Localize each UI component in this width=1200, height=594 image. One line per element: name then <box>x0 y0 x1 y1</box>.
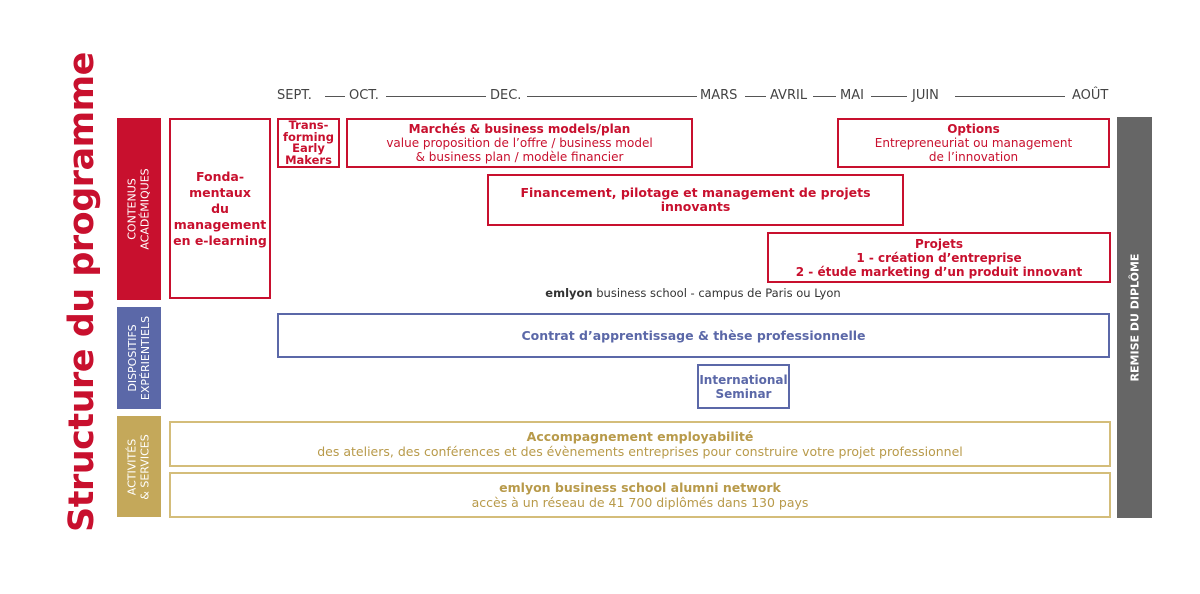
block-line: 1 - création d’entreprise <box>856 250 1022 265</box>
timeline-line <box>871 96 907 97</box>
block-options: Options Entrepreneuriat ou management de… <box>837 118 1110 168</box>
block-line: de l’innovation <box>928 150 1019 164</box>
block-title: emlyon business school alumni network <box>499 480 781 495</box>
block-line: 2 - étude marketing d’un produit innovan… <box>795 264 1083 279</box>
block-line: Seminar <box>715 386 772 401</box>
diagram-title: Structure du programme <box>62 52 102 532</box>
block-fondamentaux: Fonda- mentaux du management en e-learni… <box>169 118 271 299</box>
timeline-line <box>813 96 836 97</box>
block-line: en e-learning <box>173 232 267 248</box>
block-title: Options <box>947 122 1000 136</box>
category-label: ACTIVITÉS <box>126 438 139 495</box>
timeline-line <box>527 96 697 97</box>
timeline-line <box>745 96 766 97</box>
block-accompagnement: Accompagnement employabilité des atelier… <box>169 421 1111 467</box>
block-title: Marchés & business models/plan <box>408 122 631 136</box>
block-line: mentaux <box>189 184 251 200</box>
block-line: & business plan / modèle financier <box>415 150 624 164</box>
campus-note: emlyon business school - campus de Paris… <box>400 286 986 300</box>
block-title: Accompagnement employabilité <box>526 429 754 444</box>
month-avril: AVRIL <box>770 88 808 103</box>
timeline-line <box>955 96 1065 97</box>
block-financement: Financement, pilotage et management de p… <box>487 174 904 226</box>
campus-brand: emlyon <box>545 286 593 300</box>
month-mars: MARS <box>700 88 738 103</box>
block-contrat: Contrat d’apprentissage & thèse professi… <box>277 313 1110 358</box>
category-services: ACTIVITÉS& SERVICES <box>117 416 161 517</box>
diploma-bar: REMISE DU DIPLÔME <box>1117 117 1152 518</box>
category-label: EXPÉRIENTIELS <box>139 315 153 401</box>
month-oct: OCT. <box>349 88 379 103</box>
block-line: Trans- <box>288 118 329 132</box>
month-dec: DEC. <box>490 88 522 103</box>
timeline-line <box>386 96 486 97</box>
category-label: & SERVICES <box>139 433 152 500</box>
timeline-line <box>325 96 345 97</box>
block-alumni: emlyon business school alumni network ac… <box>169 472 1111 518</box>
month-aout: AOÛT <box>1072 88 1109 103</box>
block-marches: Marchés & business models/plan value pro… <box>346 118 693 168</box>
block-transforming-early-makers: Trans- forming Early Makers <box>277 118 340 168</box>
block-line: Early <box>292 141 325 155</box>
block-line: du <box>211 200 229 216</box>
block-line: International <box>699 372 788 387</box>
month-juin: JUIN <box>912 88 939 103</box>
block-line: accès à un réseau de 41 700 diplômés dan… <box>471 495 809 510</box>
block-line: value proposition de l’offre / business … <box>386 136 653 150</box>
block-title: Projets <box>914 236 964 251</box>
block-international-seminar: International Seminar <box>697 364 790 409</box>
block-line: Makers <box>285 152 332 167</box>
month-mai: MAI <box>840 88 864 103</box>
block-line: management <box>173 216 267 232</box>
category-label: DISPOSITIFS <box>126 324 140 392</box>
block-projets: Projets 1 - création d’entreprise 2 - ét… <box>767 232 1111 283</box>
block-line: Entrepreneuriat ou management <box>874 136 1073 150</box>
campus-text: business school - campus de Paris ou Lyo… <box>592 286 841 300</box>
block-line: des ateliers, des conférences et des évè… <box>317 444 963 459</box>
category-label: ACADÉMIQUES <box>139 168 152 250</box>
block-line: Fonda- <box>195 168 245 184</box>
month-sept: SEPT. <box>277 88 312 103</box>
diploma-label: REMISE DU DIPLÔME <box>1128 253 1141 382</box>
block-line: forming <box>283 129 334 144</box>
category-label: CONTENUS <box>126 178 139 240</box>
